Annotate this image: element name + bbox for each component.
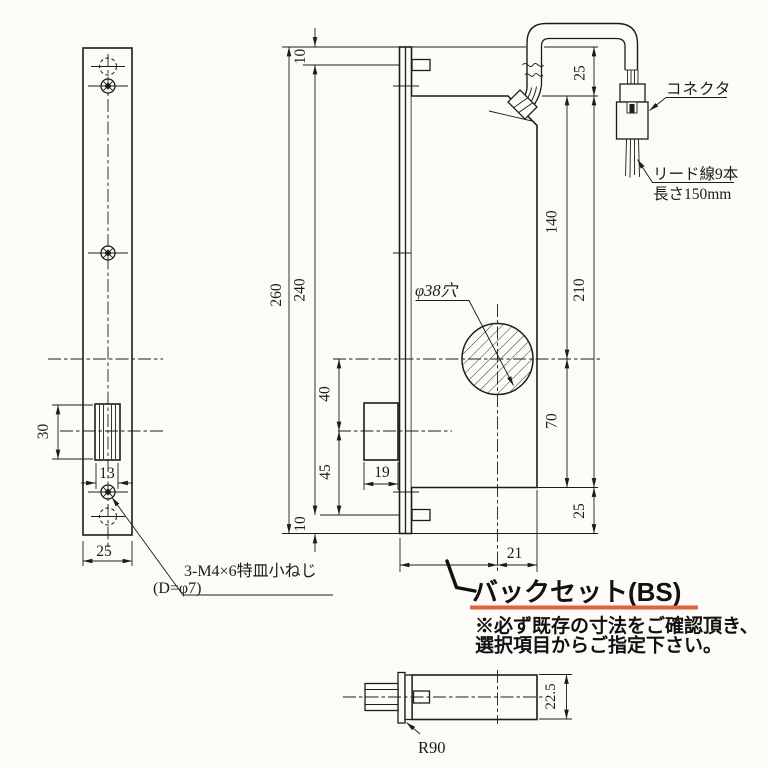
dim-label-25-top: 25 [572, 65, 589, 81]
screw-spec-text-1: 3-M4×6特皿小ねじ [184, 562, 317, 580]
note-line-2: 選択項目からご指定下さい。 [475, 634, 722, 657]
connector-latch [629, 104, 635, 113]
radius-leader [406, 722, 421, 735]
dim-label-70: 70 [544, 413, 561, 429]
backset-pointer [445, 559, 477, 593]
backset-callout: バックセット(BS) ※必ず既存の寸法をご確認頂き、 選択項目からご指定下さい。 [445, 559, 759, 657]
dim-label-30: 30 [35, 424, 52, 440]
connector-label: コネクタ [666, 80, 731, 98]
dead-bolt-bottom-view: 22.5 R90 [343, 670, 572, 757]
lead-wire-length-label: 長さ150mm [653, 185, 731, 203]
dim-label-45: 45 [317, 464, 334, 480]
dim-label-240: 240 [292, 278, 309, 302]
cable-conduit-inner [540, 37, 626, 85]
note-line-1: ※必ず既存の寸法をご確認頂き、 [475, 614, 759, 637]
connector [615, 83, 649, 140]
faceplate-section-front [397, 671, 406, 724]
dim-label-13: 13 [99, 465, 115, 482]
latch-bolt-front [94, 403, 121, 461]
dim-label-40: 40 [317, 386, 334, 402]
connector-body [615, 101, 649, 140]
hole-label: φ38穴 [415, 281, 459, 300]
cable-and-connector: コネクタ リード線9本 長さ150mm [488, 22, 738, 203]
screw-top [88, 78, 128, 94]
backset-underline [470, 605, 698, 610]
dead-bolt-side [363, 402, 399, 461]
screw-spec-text-2: (D=φ7) [153, 580, 201, 597]
dimension-set: 260 240 10 10 25 140 210 70 25 40 45 [268, 28, 597, 572]
hole-leader [415, 300, 514, 386]
dim-label-140: 140 [544, 210, 561, 234]
connector-cap [619, 83, 646, 103]
hidden-hole-bottom [91, 507, 125, 526]
dim-label-210: 210 [571, 278, 588, 302]
connector-leader [649, 97, 727, 111]
dim-label-22-5: 22.5 [543, 683, 559, 709]
dim-label-25-bottom: 25 [571, 503, 588, 519]
dim-label-10-top: 10 [292, 49, 309, 65]
screw-middle [88, 245, 128, 261]
screw-spec-leader [111, 497, 333, 596]
cable-gland [507, 89, 538, 120]
lead-wire-leader [637, 159, 734, 183]
faceplate-outline [82, 47, 133, 536]
hidden-hole-top [91, 57, 125, 76]
cable-conduit-outer [526, 22, 639, 88]
backset-label: バックセット(BS) [472, 577, 681, 607]
dim-label-21: 21 [507, 545, 523, 562]
mounting-stub-bottom [411, 508, 431, 522]
break-symbol [522, 63, 544, 67]
mounting-stub-top [411, 58, 431, 72]
dim-label-19: 19 [374, 464, 390, 481]
faceplate-front-view: 30 13 25 3-M4×6特皿小ねじ (D=φ7) [35, 47, 333, 597]
lead-wire-label: リード線9本 [653, 165, 738, 183]
dim-label-25-plate: 25 [96, 543, 112, 560]
lead-wires [625, 138, 640, 178]
lock-case-side-view [282, 46, 600, 572]
dim-label-260: 260 [268, 283, 285, 307]
screw-bottom [88, 484, 128, 500]
radius-label: R90 [418, 738, 446, 757]
dim-label-10-bottom: 10 [292, 516, 309, 532]
